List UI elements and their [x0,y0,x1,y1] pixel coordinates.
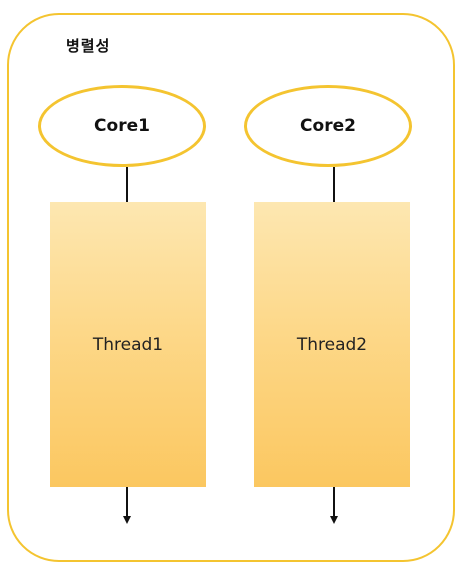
core1-label: Core1 [94,116,150,136]
core2-connector [333,167,335,202]
core1-node: Core1 [38,85,206,167]
thread2-label: Thread2 [296,334,368,355]
core2-label: Core2 [300,116,356,136]
core1-connector [126,167,128,202]
thread2-arrow-line [333,487,335,516]
thread1-arrow-line [126,487,128,516]
thread1-block: Thread1 [50,202,206,487]
thread1-arrow-down-icon [123,516,131,524]
thread1-label: Thread1 [92,334,164,355]
thread2-block: Thread2 [254,202,410,487]
thread2-arrow-down-icon [330,516,338,524]
parallelism-frame [7,13,455,562]
diagram-title: 병렬성 [66,37,111,55]
core2-node: Core2 [244,85,412,167]
